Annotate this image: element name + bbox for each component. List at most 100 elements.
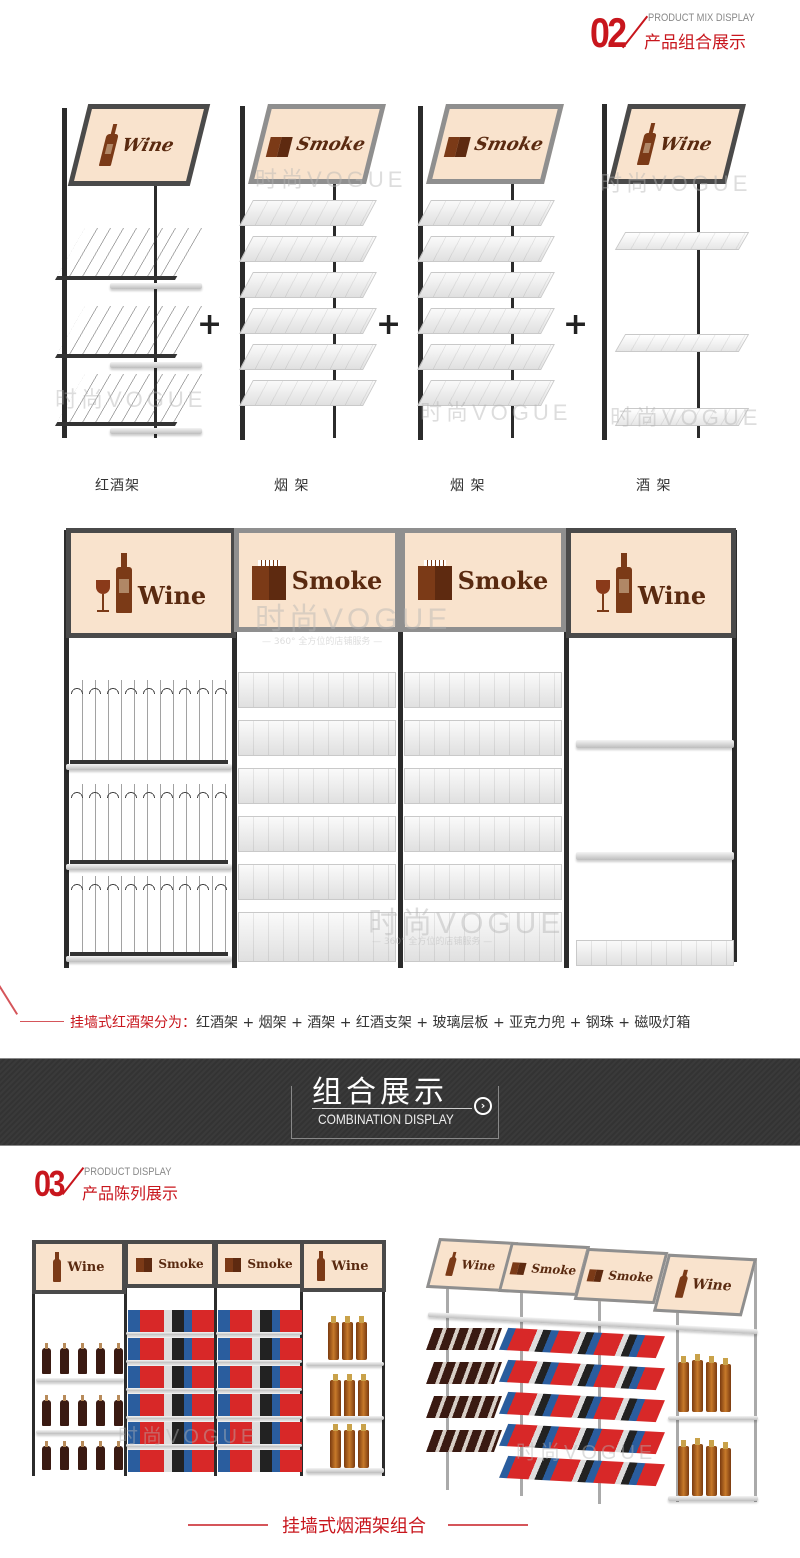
cigarette-pack-icon [136, 1256, 153, 1272]
section-title-en: PRODUCT MIX DISPLAY [648, 12, 755, 24]
wine-glass-icon [95, 580, 110, 614]
watermark-subtitle: — 360° 全方位的店铺服务 — [262, 637, 383, 647]
shelf-front-bar [216, 1416, 302, 1419]
wine-bottle-icon [615, 553, 632, 613]
sign-label: Wine [67, 1259, 105, 1275]
wine-bottles-row [38, 1343, 124, 1376]
glass-shelf [306, 1362, 384, 1366]
rack-post [398, 530, 403, 968]
wine-bottle-icon [445, 1251, 459, 1277]
shelf-front-bar [66, 956, 232, 962]
front-display-photo: Wine Smoke Smoke Wine [30, 1240, 390, 1480]
cigarette-cartons-row [128, 1366, 214, 1388]
cigarette-cartons-row [128, 1422, 214, 1444]
cigarette-pack-icon [443, 131, 472, 157]
sign-label: Smoke [294, 133, 368, 155]
liquor-bottle [678, 1356, 689, 1412]
wine-bottles-row [38, 1441, 124, 1472]
cigarette-cartons-row [499, 1359, 665, 1391]
sign-label: Smoke [606, 1268, 656, 1285]
unit-caption: 烟 架 [274, 478, 310, 494]
wine-bottles-row [38, 1395, 124, 1428]
wine-rack-shelf [70, 784, 228, 864]
wine-bottle-icon [115, 553, 132, 613]
glass-shelf [614, 334, 750, 352]
smoke-sign: Smoke [400, 528, 566, 632]
cigarette-tray [238, 864, 396, 900]
cigarette-cartons-row [499, 1455, 665, 1487]
caption-leader-diagonal [0, 985, 19, 1015]
angled-display-photo: Wine Smoke Smoke Wine [420, 1232, 760, 1504]
wine-sign: Wine [32, 1240, 126, 1294]
rack-post [697, 180, 700, 438]
liquor-bottle [720, 1442, 731, 1496]
cigarette-tray [238, 768, 396, 804]
cigarette-pack-icon [251, 560, 286, 600]
heading-slash [61, 1166, 85, 1196]
wine-sign: Wine [300, 1240, 386, 1292]
wine-bottle-icon [317, 1251, 326, 1281]
cigarette-tray [404, 864, 562, 900]
wine-rack-shelf [54, 374, 206, 426]
liquor-bottle [720, 1358, 731, 1412]
shelf-front-bar [36, 1378, 124, 1382]
wine-bottle-icon [99, 124, 121, 166]
cigarette-cartons-row [218, 1338, 302, 1360]
composition-parts: 红酒架 + 烟架 + 酒架 + 红酒支架 + 玻璃层板 + 亚克力兜 + 钢珠 … [196, 1015, 691, 1031]
smoke-sign: Smoke [124, 1240, 216, 1288]
glass-shelf [668, 1416, 758, 1420]
cigarette-tray [239, 200, 377, 226]
cigarette-tray [417, 236, 555, 262]
wine-bottles-row [425, 1328, 503, 1350]
liquor-bottle [356, 1316, 367, 1360]
cigarette-tray [417, 200, 555, 226]
shelf-front-bar [126, 1360, 214, 1363]
cigarette-pack-icon [225, 1256, 242, 1272]
unit-caption: 酒 架 [636, 478, 672, 494]
banner-divider [312, 1108, 472, 1109]
cigarette-tray [239, 344, 377, 370]
chevron-right-icon[interactable]: › [474, 1097, 492, 1115]
footer-caption: 挂墙式烟酒架组合 [282, 1516, 426, 1537]
liquor-bottle [692, 1438, 703, 1496]
sign-label: Wine [137, 580, 207, 610]
shelf-front-bar [36, 1430, 124, 1434]
liquor-bottle [358, 1374, 369, 1418]
cigarette-tray [417, 380, 555, 406]
wine-rack-shelf [70, 876, 228, 956]
wine-sign: Wine [566, 528, 736, 638]
sign-label: Smoke [291, 565, 383, 595]
sign-label: Wine [657, 133, 715, 155]
banner-title-en: COMBINATION DISPLAY [318, 1111, 454, 1127]
sign-label: Smoke [247, 1257, 293, 1271]
shelf-front-bar [126, 1332, 214, 1335]
sign-label: Wine [690, 1276, 734, 1295]
rack-post [754, 1258, 757, 1502]
combination-display-banner: 组合展示 COMBINATION DISPLAY › [0, 1058, 800, 1146]
section-number: 02 [590, 9, 627, 56]
wine-bottles-row [425, 1430, 503, 1452]
wine-rack-shelf [54, 306, 206, 358]
section-03-heading: 03 PRODUCT DISPLAY 产品陈列展示 [34, 1166, 234, 1206]
cigarette-cartons-row [218, 1394, 302, 1416]
sign-label: Wine [637, 580, 707, 610]
cigarette-tray [404, 912, 562, 962]
liquor-bottle [330, 1424, 341, 1468]
rack-post [602, 104, 607, 440]
sign-label: Wine [119, 134, 177, 156]
cigarette-tray [238, 912, 396, 962]
sign-label: Wine [459, 1257, 498, 1274]
wine-rack-shelf [54, 228, 206, 280]
cigarette-tray [239, 308, 377, 334]
unit-caption: 烟 架 [450, 478, 486, 494]
wine-sign: Wine [67, 104, 211, 186]
wine-sign: Wine [608, 104, 746, 184]
cigarette-tray [238, 672, 396, 708]
sign-label: Smoke [158, 1257, 204, 1271]
rack-post [732, 530, 737, 962]
plus-icon: + [563, 307, 589, 342]
unit-caption: 红酒架 [95, 478, 140, 494]
cigarette-pack-icon [509, 1260, 528, 1276]
cigarette-pack-icon [586, 1267, 605, 1283]
cigarette-tray [404, 768, 562, 804]
